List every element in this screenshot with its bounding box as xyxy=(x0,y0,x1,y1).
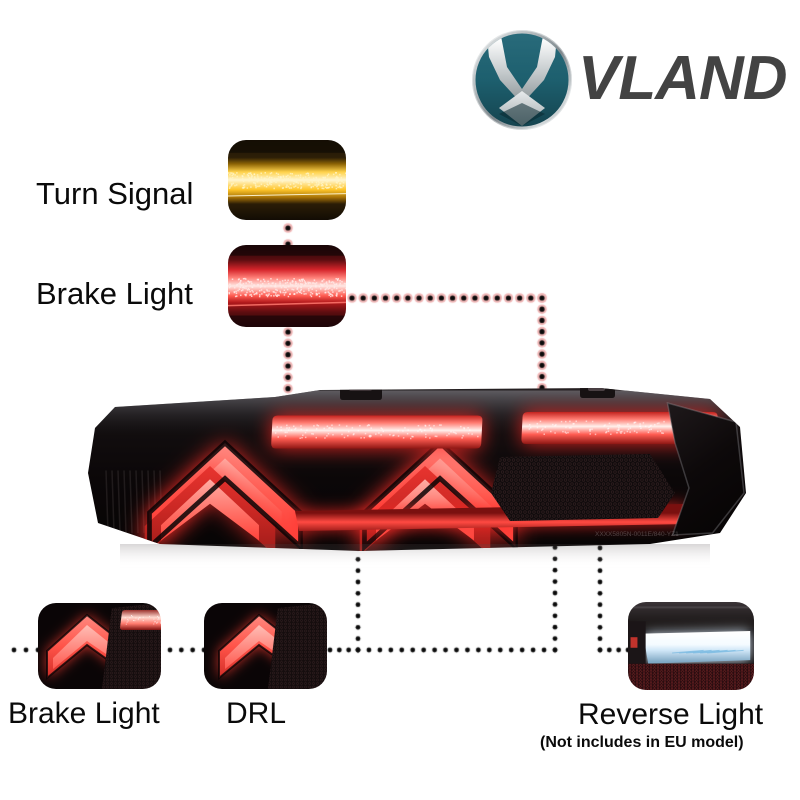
brake-light-top-label: Brake Light xyxy=(36,276,193,312)
brake-light-chevron-thumbnail xyxy=(38,603,161,689)
brake-light-thumbnail-image xyxy=(228,245,346,327)
led-taillight-assembly xyxy=(60,368,760,588)
reverse-light-label: Reverse Light xyxy=(578,698,763,732)
taillight-render xyxy=(60,368,760,588)
brake-light-chevron-thumbnail-image xyxy=(38,603,161,689)
drl-chevron-thumbnail xyxy=(204,603,327,689)
turn-signal-thumbnail-image xyxy=(228,140,346,220)
brake-light-thumbnail xyxy=(228,245,346,327)
turn-signal-thumbnail xyxy=(228,140,346,220)
reverse-light-thumbnail-image xyxy=(628,602,754,690)
reverse-light-note: (Not includes in EU model) xyxy=(540,734,744,752)
drl-label: DRL xyxy=(226,697,286,731)
brake-light-bottom-label: Brake Light xyxy=(8,697,160,731)
reverse-light-thumbnail xyxy=(628,602,754,690)
drl-chevron-thumbnail-image xyxy=(204,603,327,689)
turn-signal-label: Turn Signal xyxy=(36,176,193,212)
